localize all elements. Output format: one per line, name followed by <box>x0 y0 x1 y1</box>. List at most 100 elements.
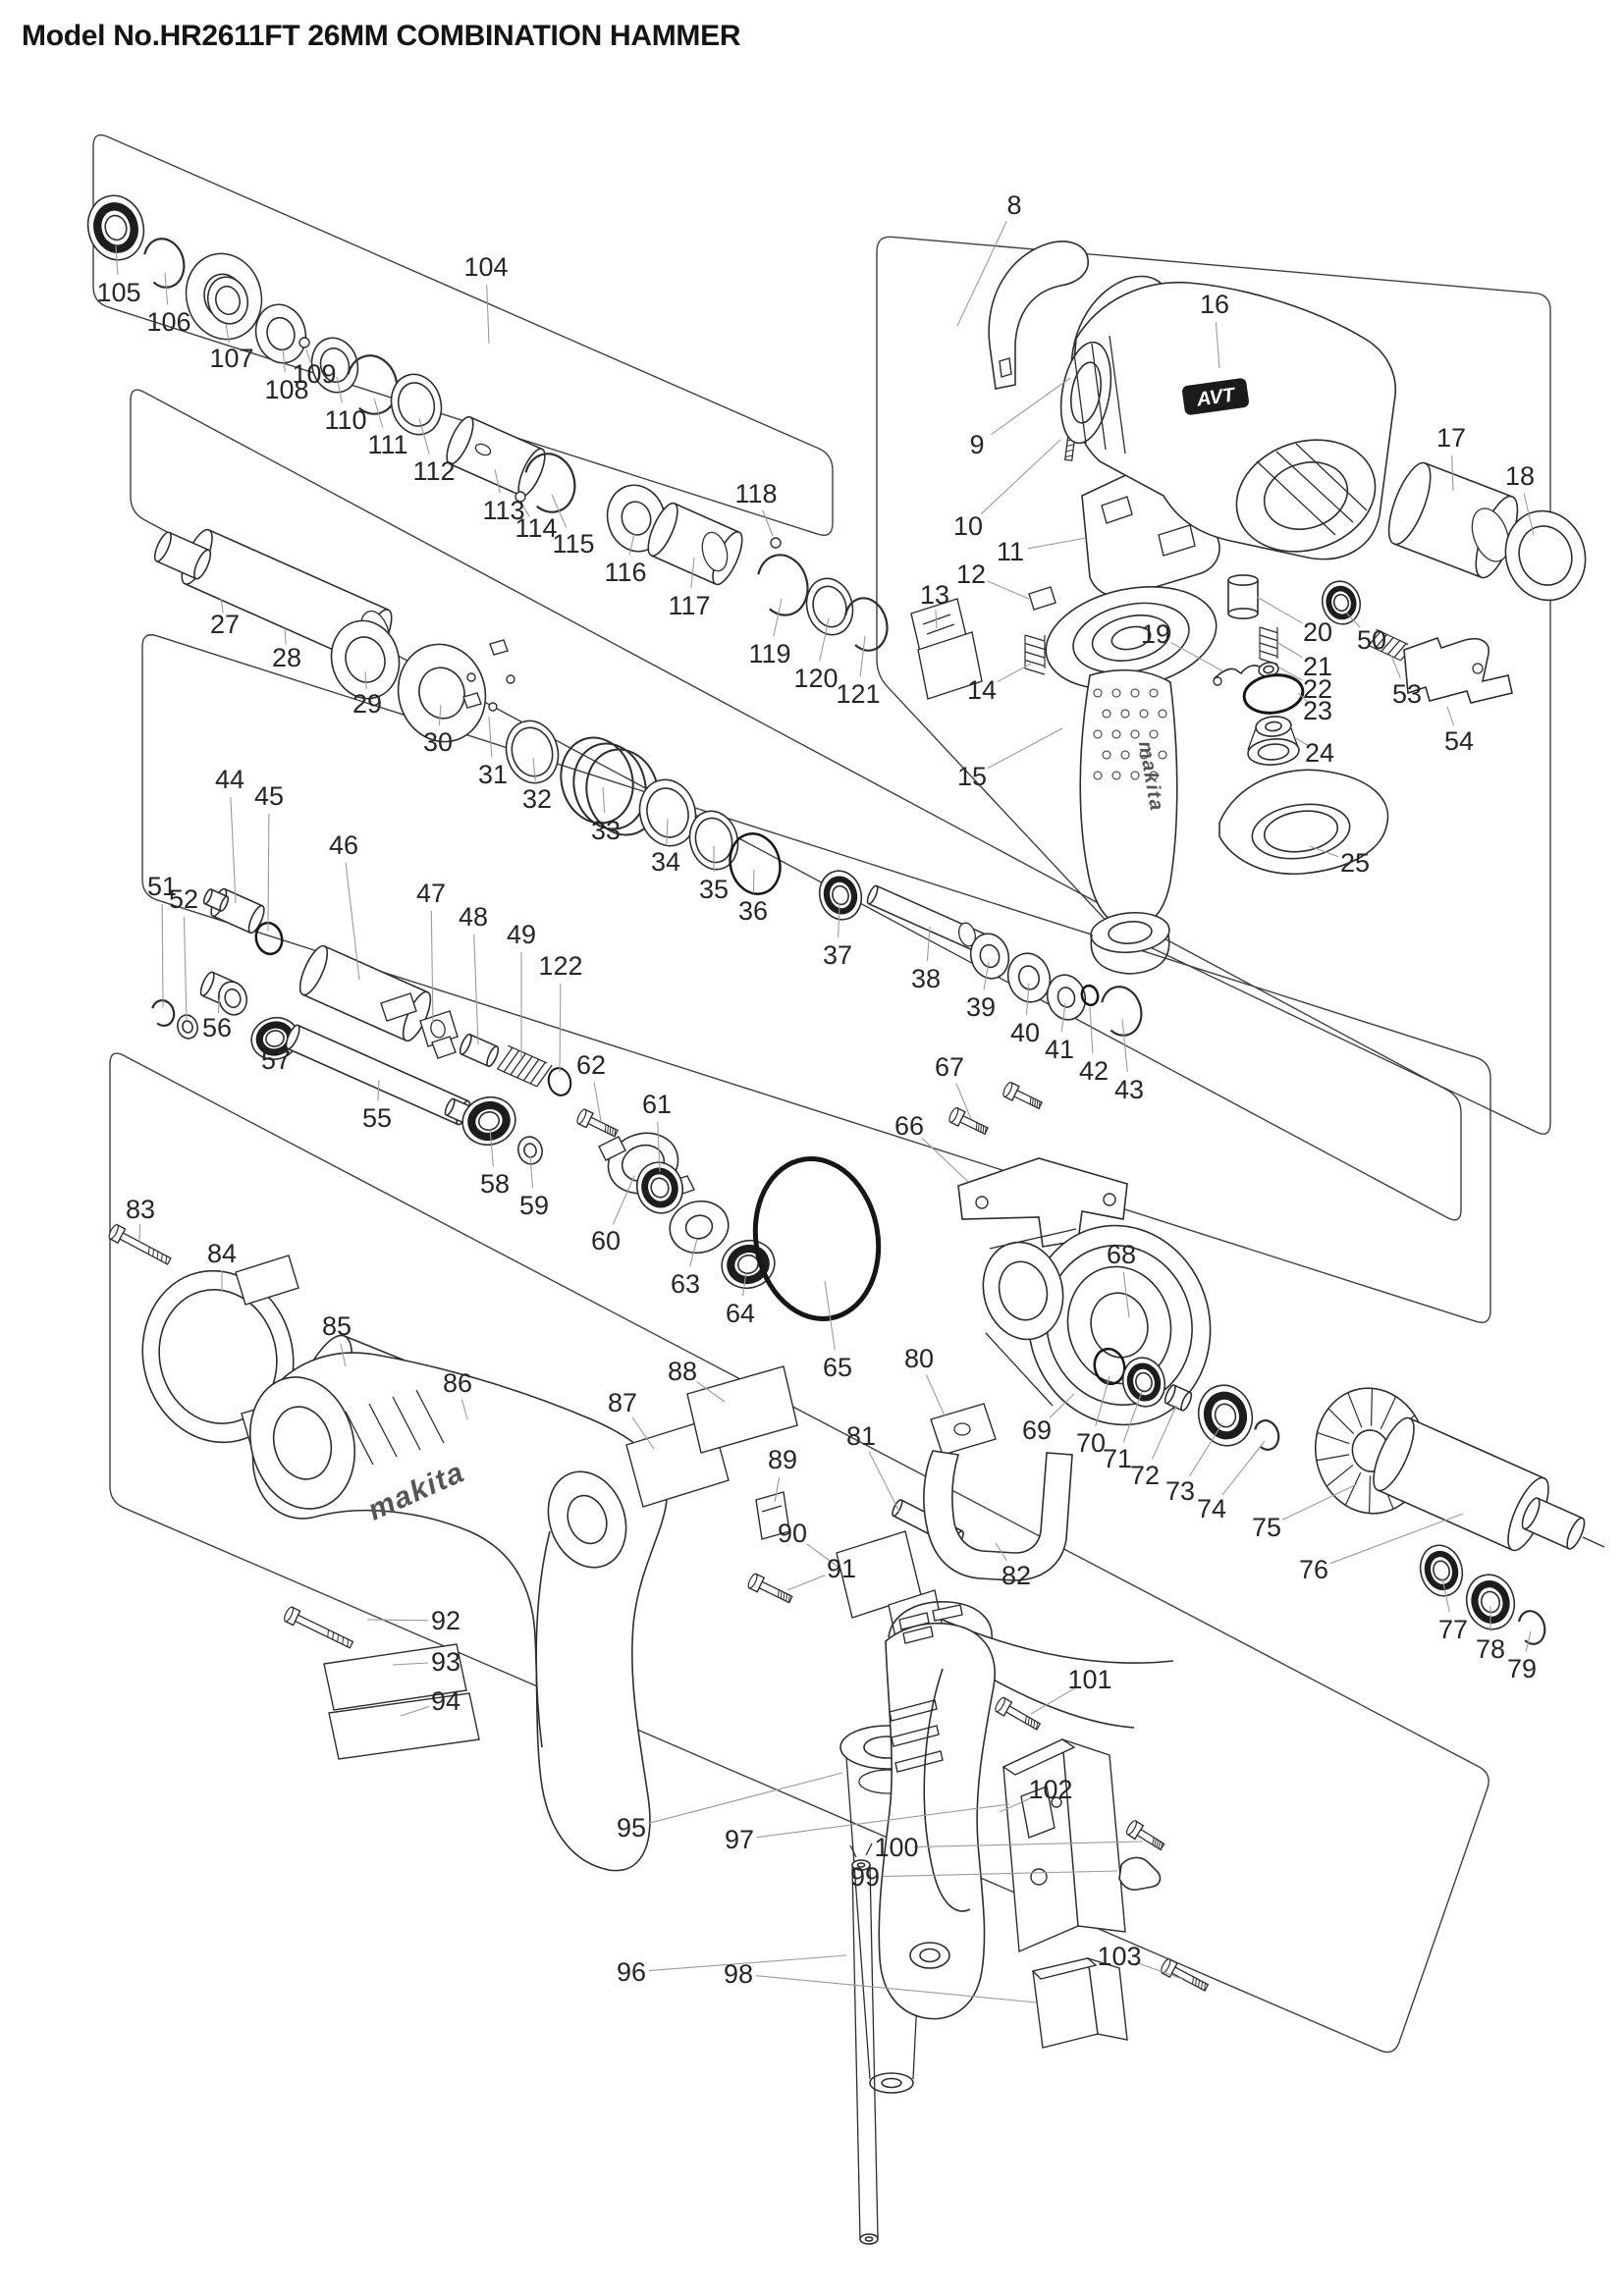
leader-line-31 <box>488 716 493 758</box>
leader-line-67 <box>955 1083 972 1120</box>
leader-line-119 <box>773 598 783 637</box>
part-number-label-24: 24 <box>1305 738 1334 768</box>
part-number-label-9: 9 <box>969 430 984 459</box>
part-number-label-37: 37 <box>823 940 852 970</box>
part-number-label-114: 114 <box>514 513 557 543</box>
leader-line-44 <box>230 796 237 904</box>
part-98-glyph <box>1087 1957 1128 2041</box>
leader-line-118 <box>762 509 774 537</box>
part-number-label-44: 44 <box>215 765 244 794</box>
part-number-label-84: 84 <box>207 1239 237 1268</box>
part-46-glyph <box>380 992 417 1022</box>
leader-line-106 <box>164 272 169 305</box>
part-63-glyph <box>669 1200 730 1255</box>
leader-line-97 <box>756 1803 1010 1839</box>
leader-line-70 <box>1095 1375 1110 1426</box>
part-number-label-65: 65 <box>823 1353 852 1382</box>
brand-avt: AVT <box>1182 378 1249 415</box>
part-number-label-85: 85 <box>322 1311 352 1341</box>
part-40-glyph <box>1006 952 1052 1003</box>
part-number-label-97: 97 <box>725 1825 754 1854</box>
part-number-label-38: 38 <box>911 964 941 993</box>
part-number-label-91: 91 <box>827 1554 856 1583</box>
part-102-glyph <box>902 1626 934 1644</box>
part-100-glyph <box>1125 1820 1165 1851</box>
part-number-label-93: 93 <box>431 1647 460 1677</box>
leader-line-19 <box>1170 642 1224 672</box>
part-88-glyph <box>686 1365 798 1454</box>
part-62-glyph <box>576 1108 619 1138</box>
part-80-glyph <box>953 1422 971 1436</box>
part-number-label-100: 100 <box>874 1833 918 1862</box>
part-number-label-50: 50 <box>1357 625 1386 655</box>
part-number-label-99: 99 <box>850 1862 880 1892</box>
page-title: Model No.HR2611FT 26MM COMBINATION HAMME… <box>22 20 741 52</box>
leader-line-87 <box>631 1416 655 1450</box>
part-122-glyph <box>547 1067 572 1096</box>
leader-line-13 <box>935 610 938 629</box>
part-95-glyph <box>869 2072 914 2094</box>
part-number-label-98: 98 <box>724 1959 753 1989</box>
part-24-glyph <box>1255 716 1292 737</box>
leader-line-39 <box>983 961 990 990</box>
part-113-glyph <box>474 443 492 456</box>
part-number-label-89: 89 <box>768 1445 797 1474</box>
part-number-label-54: 54 <box>1444 726 1474 756</box>
part-13-glyph <box>917 631 983 700</box>
part-102-glyph <box>932 1604 963 1622</box>
part-75-glyph <box>1373 1416 1549 1552</box>
leader-line-122 <box>559 983 562 1073</box>
leader-line-17 <box>1451 454 1454 492</box>
part-48-glyph <box>459 1033 500 1068</box>
part-76-glyph <box>1582 1536 1605 1548</box>
part-41-glyph <box>1046 974 1087 1021</box>
leader-line-114 <box>520 502 530 517</box>
part-8-glyph <box>988 240 1089 390</box>
leader-line-116 <box>628 533 635 556</box>
part-43-glyph <box>1100 986 1143 1037</box>
part-number-label-71: 71 <box>1103 1444 1132 1473</box>
part-58-glyph <box>461 1095 516 1147</box>
leader-line-93 <box>392 1662 429 1666</box>
part-57-glyph <box>250 1016 299 1061</box>
leader-line-75 <box>1282 1483 1358 1521</box>
part-103-glyph <box>1161 1957 1210 1992</box>
part-number-label-67: 67 <box>935 1052 964 1082</box>
leader-line-22 <box>1278 667 1303 681</box>
leader-line-71 <box>1122 1391 1143 1443</box>
part-106-glyph <box>142 238 186 289</box>
part-97-glyph <box>1051 1796 1062 1808</box>
part-102-glyph <box>898 1612 930 1630</box>
part-number-label-86: 86 <box>443 1368 472 1398</box>
part-number-label-23: 23 <box>1303 696 1332 725</box>
part-number-label-68: 68 <box>1107 1240 1136 1269</box>
part-118-glyph <box>770 537 782 549</box>
part-number-label-48: 48 <box>459 902 488 932</box>
part-96-glyph <box>851 1866 861 2241</box>
leader-line-53 <box>1390 655 1401 678</box>
part-11-glyph <box>1158 524 1196 557</box>
part-number-label-8: 8 <box>1006 190 1021 220</box>
leader-line-27 <box>220 598 224 614</box>
leader-line-94 <box>400 1706 430 1717</box>
part-29-glyph <box>330 619 401 700</box>
part-number-label-13: 13 <box>920 580 949 610</box>
part-95-glyph <box>845 1756 871 2080</box>
part-number-label-39: 39 <box>966 992 996 1022</box>
leader-line-98 <box>755 1975 1038 2003</box>
part-96-glyph <box>869 1864 879 2239</box>
leader-line-59 <box>529 1155 534 1189</box>
leader-line-42 <box>1089 1006 1094 1054</box>
part-86-glyph <box>248 1376 356 1510</box>
part-number-label-32: 32 <box>522 784 552 814</box>
part-21-glyph <box>1259 626 1278 666</box>
part-121-glyph <box>843 597 889 652</box>
part-number-label-111: 111 <box>367 430 407 459</box>
part-number-label-62: 62 <box>576 1050 606 1080</box>
leader-line-89 <box>774 1476 781 1503</box>
leader-line-80 <box>925 1374 946 1416</box>
part-71-glyph <box>1121 1357 1166 1408</box>
part-44-glyph <box>202 888 230 912</box>
part-69-glyph <box>989 1228 1077 1250</box>
